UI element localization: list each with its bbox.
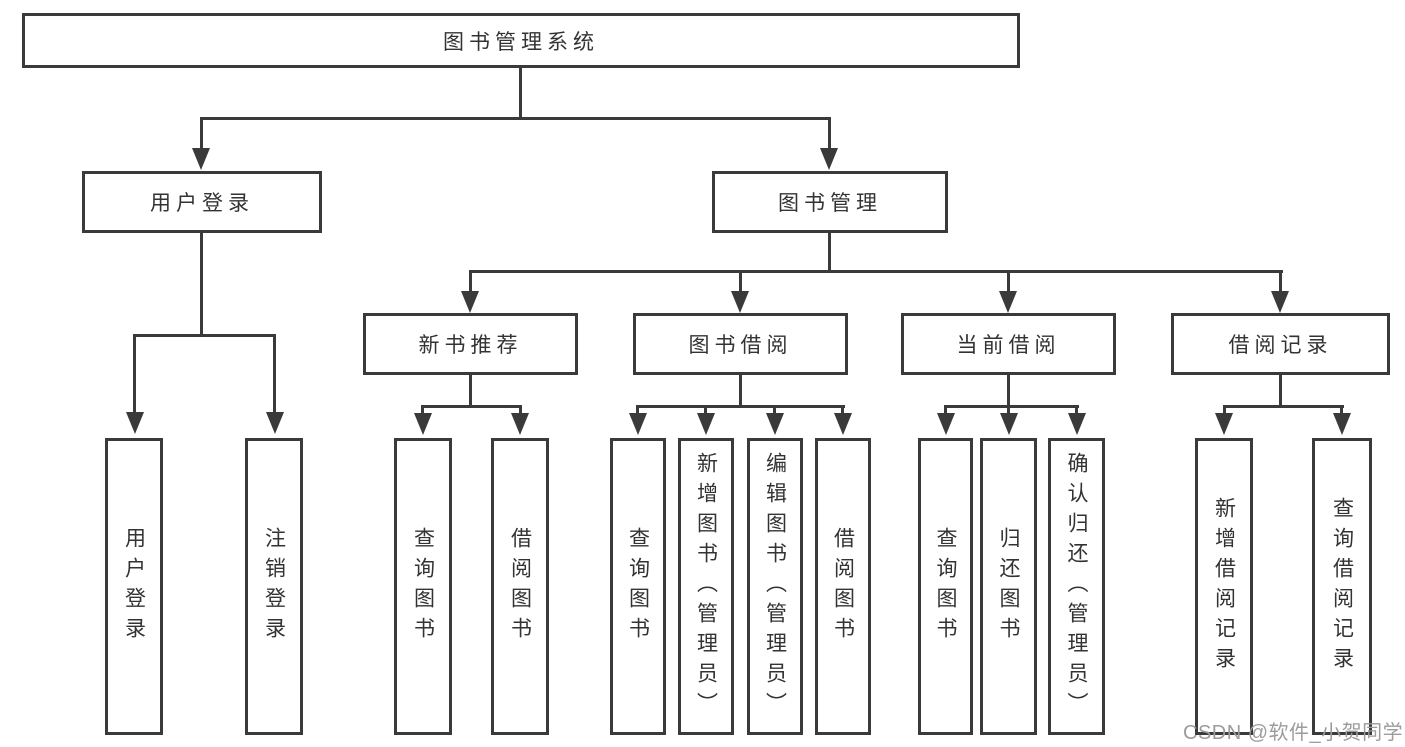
- arrowhead-down-icon: [511, 413, 529, 435]
- leaf-query-books-recommend: 查询图书: [394, 438, 452, 735]
- leaf-query-books-current-label: 查询图书: [934, 526, 957, 647]
- leaf-return-book-label: 归还图书: [997, 526, 1020, 647]
- arrowhead-down-icon: [1068, 413, 1086, 435]
- node-new-book-recommend-label: 新书推荐: [418, 334, 523, 357]
- leaf-borrow-books-recommend: 借阅图书: [491, 438, 549, 735]
- connector-arrow-stem: [841, 405, 844, 416]
- connector-bookmgmt-stem: [828, 233, 831, 273]
- arrowhead-down-icon: [697, 413, 715, 435]
- connector-borrow-stem: [739, 375, 742, 407]
- leaf-logout: 注销登录: [245, 438, 303, 735]
- leaf-logout-label: 注销登录: [262, 526, 286, 647]
- leaf-confirm-return-admin-label: 确认归还（管理员）: [1065, 451, 1088, 722]
- node-book-borrow-label: 图书借阅: [688, 334, 793, 357]
- node-borrow-records: 借阅记录: [1171, 313, 1390, 375]
- connector-arrow-stem: [273, 334, 276, 413]
- connector-arrow-stem: [133, 334, 136, 413]
- leaf-add-borrow-record-label: 新增借阅记录: [1212, 496, 1236, 677]
- leaf-add-borrow-record: 新增借阅记录: [1195, 438, 1253, 735]
- arrowhead-down-icon: [937, 413, 955, 435]
- arrowhead-down-icon: [999, 291, 1017, 313]
- csdn-watermark: CSDN @软件_小贺同学: [1183, 722, 1404, 744]
- arrowhead-down-icon: [834, 413, 852, 435]
- arrowhead-down-icon: [192, 148, 210, 170]
- connector-root-branch: [200, 117, 830, 120]
- leaf-return-book: 归还图书: [980, 438, 1037, 735]
- connector-records-branch: [1223, 405, 1344, 408]
- node-new-book-recommend: 新书推荐: [363, 313, 578, 375]
- connector-recommend-branch: [421, 405, 522, 408]
- node-root: 图书管理系统: [22, 13, 1020, 68]
- leaf-query-borrow-record: 查询借阅记录: [1312, 438, 1372, 735]
- arrowhead-down-icon: [629, 413, 647, 435]
- arrowhead-down-icon: [731, 291, 749, 313]
- connector-arrow-stem: [828, 117, 831, 150]
- connector-arrow-stem: [636, 405, 639, 416]
- connector-borrow-branch: [636, 405, 845, 408]
- connector-root-stem: [519, 68, 522, 117]
- connector-current-stem: [1007, 375, 1010, 407]
- connector-userlogin-stem: [200, 233, 203, 334]
- arrowhead-down-icon: [414, 413, 432, 435]
- leaf-edit-book-admin-label: 编辑图书（管理员）: [763, 451, 787, 722]
- node-book-management: 图书管理: [712, 171, 948, 233]
- arrowhead-down-icon: [126, 412, 144, 434]
- leaf-borrow-books-borrow: 借阅图书: [815, 438, 871, 735]
- connector-arrow-stem: [1007, 270, 1010, 293]
- connector-arrow-stem: [1340, 405, 1343, 416]
- leaf-query-books-recommend-label: 查询图书: [411, 526, 435, 647]
- connector-arrow-stem: [1007, 405, 1010, 416]
- arrowhead-down-icon: [1271, 291, 1289, 313]
- connector-current-branch: [944, 405, 1079, 408]
- node-borrow-records-label: 借阅记录: [1228, 334, 1333, 357]
- connector-arrow-stem: [944, 405, 947, 416]
- connector-arrow-stem: [773, 405, 776, 416]
- connector-arrow-stem: [1279, 270, 1282, 293]
- leaf-add-book-admin-label: 新增图书（管理员）: [694, 451, 718, 722]
- connector-arrow-stem: [519, 405, 522, 416]
- arrowhead-down-icon: [266, 412, 284, 434]
- connector-arrow-stem: [200, 117, 203, 150]
- leaf-query-borrow-record-label: 查询借阅记录: [1330, 496, 1354, 677]
- node-current-borrow: 当前借阅: [901, 313, 1116, 375]
- connector-arrow-stem: [739, 270, 742, 293]
- arrowhead-down-icon: [1000, 413, 1018, 435]
- arrowhead-down-icon: [820, 148, 838, 170]
- node-user-login-label: 用户登录: [150, 192, 254, 215]
- connector-arrow-stem: [421, 405, 424, 416]
- leaf-edit-book-admin: 编辑图书（管理员）: [747, 438, 803, 735]
- connector-arrow-stem: [469, 270, 472, 293]
- connector-records-stem: [1279, 375, 1282, 407]
- node-book-borrow: 图书借阅: [633, 313, 848, 375]
- connector-arrow-stem: [1223, 405, 1226, 416]
- leaf-confirm-return-admin: 确认归还（管理员）: [1048, 438, 1105, 735]
- connector-recommend-stem: [469, 375, 472, 407]
- leaf-borrow-books-borrow-label: 借阅图书: [831, 526, 855, 647]
- node-root-label: 图书管理系统: [443, 30, 599, 54]
- leaf-query-books-borrow-label: 查询图书: [626, 526, 650, 647]
- connector-arrow-stem: [1075, 405, 1078, 416]
- leaf-query-books-current: 查询图书: [918, 438, 973, 735]
- node-book-management-label: 图书管理: [778, 192, 882, 215]
- node-current-borrow-label: 当前借阅: [956, 334, 1061, 357]
- leaf-borrow-books-recommend-label: 借阅图书: [508, 526, 532, 647]
- leaf-query-books-borrow: 查询图书: [610, 438, 666, 735]
- leaf-add-book-admin: 新增图书（管理员）: [678, 438, 734, 735]
- arrowhead-down-icon: [461, 291, 479, 313]
- leaf-user-login: 用户登录: [105, 438, 163, 735]
- arrowhead-down-icon: [766, 413, 784, 435]
- arrowhead-down-icon: [1333, 413, 1351, 435]
- leaf-user-login-label: 用户登录: [122, 526, 146, 647]
- connector-arrow-stem: [704, 405, 707, 416]
- connector-userlogin-branch: [133, 334, 276, 337]
- connector-bookmgmt-branch: [469, 270, 1283, 273]
- arrowhead-down-icon: [1215, 413, 1233, 435]
- node-user-login: 用户登录: [82, 171, 322, 233]
